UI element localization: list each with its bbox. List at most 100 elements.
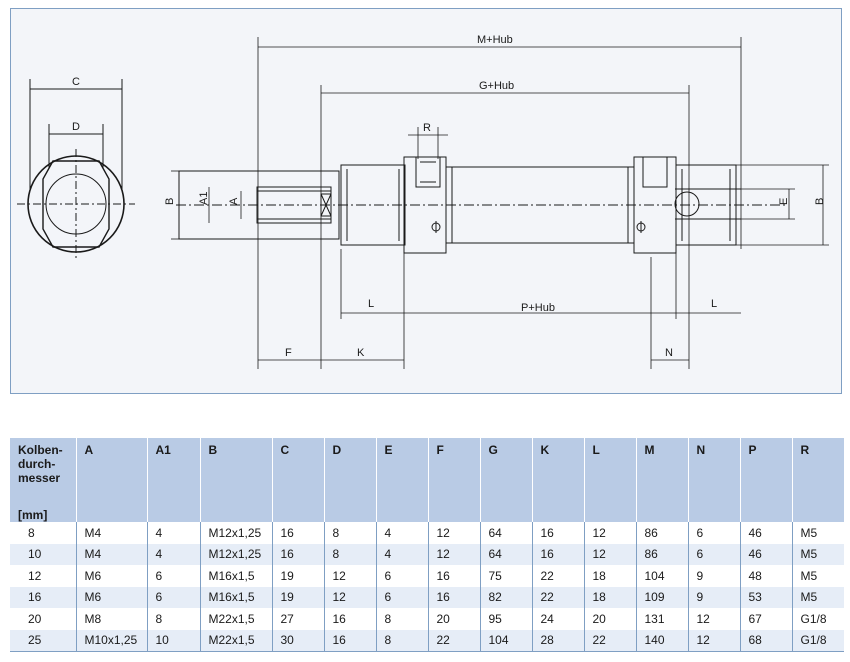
table-cell: M6 (76, 586, 148, 608)
header-piston-diameter-label: Kolben- durch- messer (18, 443, 63, 485)
header-a: A (76, 438, 148, 522)
dim-b-right-label: B (814, 198, 826, 205)
table-cell: 12 (324, 565, 377, 587)
table-cell: 104 (480, 629, 533, 652)
table-cell: M8 (76, 608, 148, 630)
table-cell: 4 (147, 522, 201, 544)
dim-p-hub-label: P+Hub (521, 302, 555, 314)
dim-f-label: F (285, 347, 292, 359)
table-cell: 131 (636, 608, 689, 630)
table-cell: M22x1,5 (200, 608, 273, 630)
table-cell: 8 (376, 608, 429, 630)
table-cell: 12 (324, 586, 377, 608)
table-cell: 46 (740, 543, 793, 565)
table-cell: 20 (584, 608, 637, 630)
table-cell: 22 (532, 565, 585, 587)
header-r: R (792, 438, 844, 522)
table-cell: M4 (76, 543, 148, 565)
table-cell: 18 (584, 586, 637, 608)
dim-k-label: K (357, 347, 365, 359)
table-cell: 25 (10, 629, 77, 652)
header-k: K (532, 438, 585, 522)
header-e: E (376, 438, 429, 522)
dim-c-label: C (72, 76, 80, 88)
table-cell: M22x1,5 (200, 629, 273, 652)
table-cell: 22 (584, 629, 637, 652)
header-p: P (740, 438, 793, 522)
table-cell: 18 (584, 565, 637, 587)
table-cell: 53 (740, 586, 793, 608)
dimension-lines (171, 37, 829, 369)
technical-drawing-panel: C D M+Hub G+Hub R B A1 A E B L P+Hub L F… (10, 8, 842, 394)
table-cell: M16x1,5 (200, 586, 273, 608)
table-cell: 16 (324, 608, 377, 630)
table-cell: M12x1,25 (200, 543, 273, 565)
dimension-labels: C D M+Hub G+Hub R B A1 A E B L P+Hub L F… (72, 34, 826, 359)
dim-m-hub-label: M+Hub (477, 34, 513, 46)
dim-a1-label: A1 (198, 192, 210, 205)
dim-l-right-label: L (711, 298, 717, 310)
table-cell: 20 (10, 608, 77, 630)
table-cell: 75 (480, 565, 533, 587)
table-cell: 67 (740, 608, 793, 630)
table-cell: 10 (10, 543, 77, 565)
table-cell: 19 (272, 586, 325, 608)
table-cell: 140 (636, 629, 689, 652)
header-d: D (324, 438, 377, 522)
table-cell: 6 (147, 565, 201, 587)
table-cell: 8 (324, 543, 377, 565)
table-cell: 20 (428, 608, 481, 630)
table-cell: 68 (740, 629, 793, 652)
table-cell: 22 (428, 629, 481, 652)
table-cell: 82 (480, 586, 533, 608)
header-c: C (272, 438, 325, 522)
table-cell: 95 (480, 608, 533, 630)
table-cell: 64 (480, 522, 533, 544)
table-cell: 48 (740, 565, 793, 587)
table-cell: 12 (688, 629, 741, 652)
dim-b-left-label: B (164, 198, 176, 205)
dim-e-label: E (778, 198, 790, 205)
table-cell: 16 (272, 522, 325, 544)
table-header-row: Kolben- durch- messer [mm] A A1 B C D E … (10, 438, 844, 522)
table-cell: 16 (324, 629, 377, 652)
header-l: L (584, 438, 637, 522)
table-cell: 16 (428, 586, 481, 608)
table-cell: M16x1,5 (200, 565, 273, 587)
table-cell: M6 (76, 565, 148, 587)
dim-r-label: R (423, 122, 431, 134)
table-cell: 8 (376, 629, 429, 652)
table-cell: 86 (636, 522, 689, 544)
table-cell: 16 (532, 522, 585, 544)
header-n: N (688, 438, 741, 522)
header-piston-diameter: Kolben- durch- messer [mm] (10, 438, 77, 522)
table-cell: 109 (636, 586, 689, 608)
table-cell: 19 (272, 565, 325, 587)
table-cell: M5 (792, 586, 844, 608)
table-cell: 8 (10, 522, 77, 544)
table-cell: M10x1,25 (76, 629, 148, 652)
dim-n-label: N (665, 347, 673, 359)
table-cell: 9 (688, 586, 741, 608)
table-cell: 28 (532, 629, 585, 652)
table-cell: 8 (324, 522, 377, 544)
table-cell: 104 (636, 565, 689, 587)
table-cell: 16 (532, 543, 585, 565)
header-b: B (200, 438, 273, 522)
header-m: M (636, 438, 689, 522)
header-unit: [mm] (18, 508, 48, 522)
table-cell: 64 (480, 543, 533, 565)
table-cell: M5 (792, 565, 844, 587)
header-a1: A1 (147, 438, 201, 522)
table-cell: 30 (272, 629, 325, 652)
table-cell: 6 (147, 586, 201, 608)
table-cell: 86 (636, 543, 689, 565)
table-cell: 12 (10, 565, 77, 587)
dim-d-label: D (72, 121, 80, 133)
table-cell: 4 (147, 543, 201, 565)
table-cell: 12 (428, 522, 481, 544)
